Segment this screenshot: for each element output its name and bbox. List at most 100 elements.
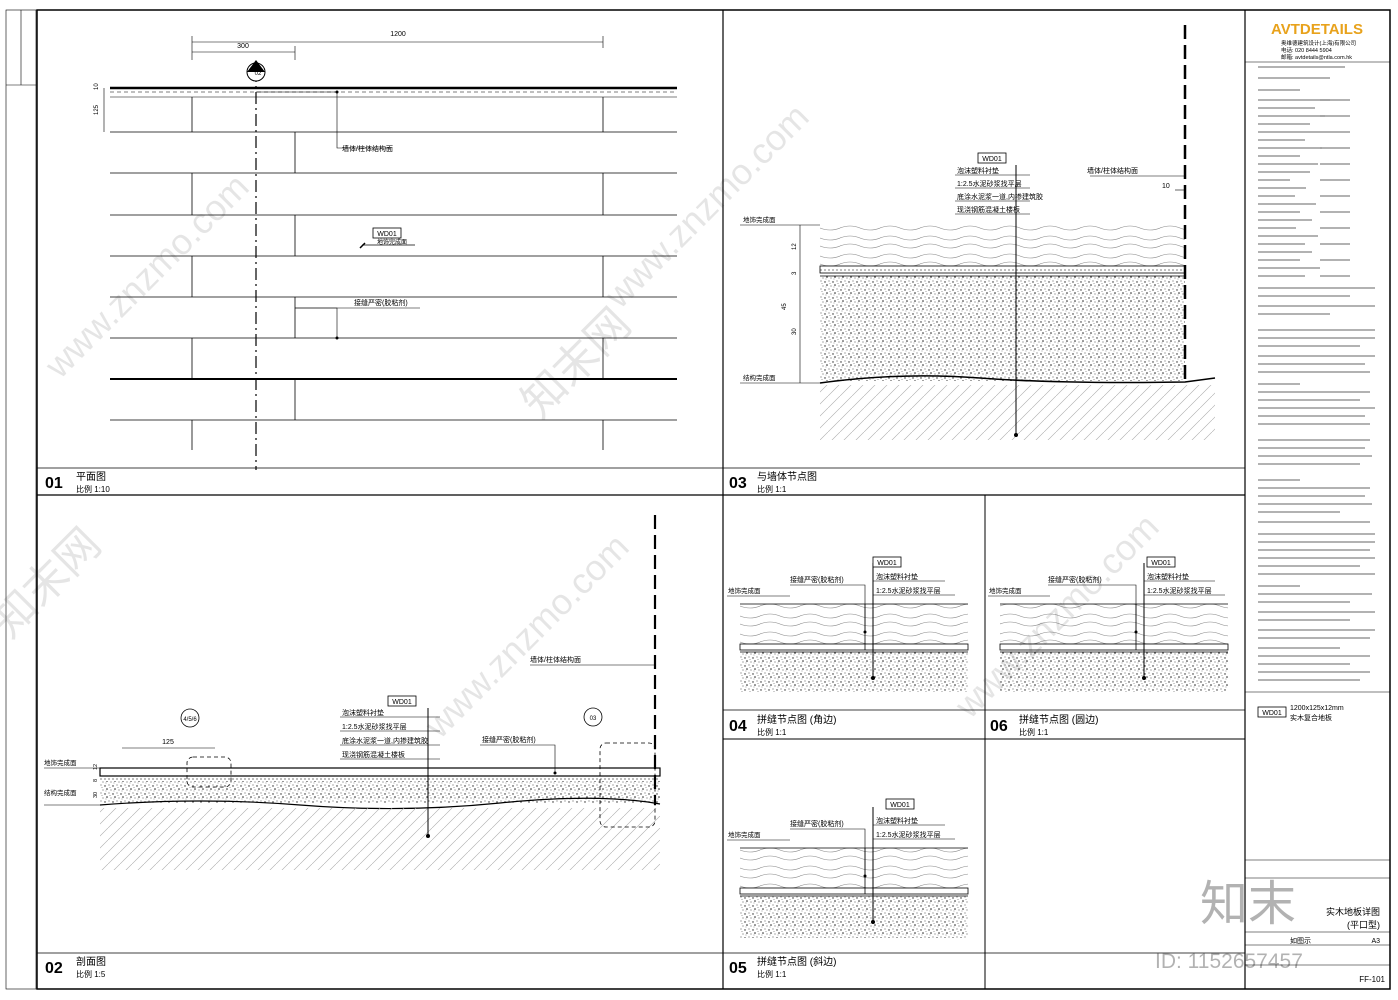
v06-label-1: 泡沫塑料衬垫 bbox=[1147, 572, 1189, 581]
view-04-joint-square: WD01 泡沫塑料衬垫 1:2.5水泥砂浆找平层 接缝严密(胶粘剂) 地饰完成面… bbox=[727, 556, 969, 737]
v03-level-bot: 结构完成面 bbox=[743, 373, 776, 382]
v01-number: 01 bbox=[45, 475, 63, 492]
v01-material-tag bbox=[372, 227, 402, 239]
v01-dim-gap: 10 bbox=[94, 83, 100, 90]
v03-label-2: 1:2.5水泥砂浆找平层 bbox=[957, 179, 1022, 188]
v01-callout-label: 02 bbox=[255, 71, 262, 77]
tb-material-tag bbox=[1257, 706, 1287, 718]
tb-drawing-no: FF-101 bbox=[1359, 975, 1385, 984]
v02-label-3: 底涂水泥浆一道,内掺建筑胶 bbox=[342, 736, 428, 745]
tb-material-name: 实木复合地板 bbox=[1290, 713, 1332, 722]
watermark-site-1: www.znzmo.com bbox=[36, 166, 257, 387]
watermark-id: ID: 1152657457 bbox=[1155, 950, 1303, 973]
v01-note-joint: 接缝严密(胶粘剂) bbox=[354, 298, 408, 307]
title-block: AVTDETAILS 奥维德建筑设计(上海)有限公司 电话: 020 8444 … bbox=[1245, 21, 1390, 984]
tb-material-code: WD01 bbox=[1262, 710, 1282, 717]
v06-number: 06 bbox=[990, 718, 1008, 735]
v02-dim-1: 12 bbox=[93, 764, 99, 770]
v03-label-4: 现浇钢筋混凝土楼板 bbox=[957, 205, 1020, 214]
company-phone: 电话: 020 8444 5904 bbox=[1281, 46, 1332, 54]
v05-label-2: 1:2.5水泥砂浆找平层 bbox=[876, 830, 941, 839]
tb-drawing-subtitle: (平口型) bbox=[1347, 920, 1380, 930]
watermark-site-3: www.znzmo.com bbox=[416, 526, 637, 747]
view-03-wall-detail: 10 WD01 泡沫塑料衬垫 1:2.5水泥砂浆找平层 底涂水泥浆一道,内掺建筑… bbox=[729, 25, 1216, 494]
v02-scale: 比例 1:5 bbox=[76, 969, 106, 979]
v05-tag-label: WD01 bbox=[890, 802, 910, 809]
tb-material-size: 1200x125x12mm bbox=[1290, 705, 1344, 712]
v03-dim-gap: 10 bbox=[1162, 183, 1170, 190]
v03-dim-1: 12 bbox=[792, 243, 798, 250]
v04-label-2: 1:2.5水泥砂浆找平层 bbox=[876, 586, 941, 595]
tb-scale: 如图示 bbox=[1290, 936, 1311, 945]
v03-material-tag bbox=[977, 152, 1007, 164]
view-01-plan: 1200 300 02 125 10 墙体/柱体结构面 WD01 地饰完成面 接… bbox=[45, 31, 677, 494]
v02-level-top: 地饰完成面 bbox=[44, 758, 77, 767]
v06-scale: 比例 1:1 bbox=[1019, 727, 1049, 737]
v03-tag-label: WD01 bbox=[982, 156, 1002, 163]
watermark-site-2: www.znzmo.com bbox=[596, 96, 817, 317]
brand-logo: AVTDETAILS bbox=[1271, 21, 1363, 38]
v03-dim-3: 30 bbox=[792, 328, 798, 335]
v05-title: 拼缝节点图 (斜边) bbox=[757, 955, 836, 968]
v03-label-1: 泡沫塑料衬垫 bbox=[957, 166, 999, 175]
v06-tag-label: WD01 bbox=[1151, 560, 1171, 567]
v01-dim-part: 300 bbox=[237, 43, 249, 50]
v02-callout-b: 03 bbox=[590, 716, 597, 722]
v02-dim-3: 30 bbox=[93, 792, 99, 798]
v04-material-tag bbox=[872, 556, 902, 568]
v04-scale: 比例 1:1 bbox=[757, 727, 787, 737]
v02-dim-2: 8 bbox=[93, 779, 99, 782]
v03-note-wall: 墙体/柱体结构面 bbox=[1087, 166, 1138, 175]
v04-title: 拼缝节点图 (角边) bbox=[757, 713, 836, 726]
v04-number: 04 bbox=[729, 718, 747, 735]
v02-number: 02 bbox=[45, 960, 63, 977]
v01-tag-label: WD01 bbox=[377, 231, 397, 238]
tb-paper: A3 bbox=[1371, 938, 1380, 945]
v01-tag-note: 地饰完成面 bbox=[377, 238, 407, 246]
v03-scale: 比例 1:1 bbox=[757, 484, 787, 494]
v02-label-1: 泡沫塑料衬垫 bbox=[342, 708, 384, 717]
view-05-joint-bevel: WD01 泡沫塑料衬垫 1:2.5水泥砂浆找平层 接缝严密(胶粘剂) 地饰完成面… bbox=[727, 798, 969, 979]
v03-level-top: 地饰完成面 bbox=[743, 215, 776, 224]
v04-tag-label: WD01 bbox=[877, 560, 897, 567]
v03-title: 与墙体节点图 bbox=[757, 470, 817, 483]
v02-tag-label: WD01 bbox=[392, 699, 412, 706]
v05-label-joint: 接缝严密(胶粘剂) bbox=[790, 819, 844, 828]
v02-material-tag bbox=[387, 695, 417, 707]
watermark-brand-2: 知末网 bbox=[512, 299, 640, 427]
v06-title: 拼缝节点图 (圆边) bbox=[1019, 713, 1098, 726]
v01-dim-total: 1200 bbox=[390, 31, 406, 38]
v03-dim-4: 45 bbox=[782, 303, 788, 310]
v02-note-joint: 接缝严密(胶粘剂) bbox=[482, 735, 536, 744]
v03-number: 03 bbox=[729, 475, 747, 492]
v06-label-2: 1:2.5水泥砂浆找平层 bbox=[1147, 586, 1212, 595]
v02-level-bot: 结构完成面 bbox=[44, 788, 77, 797]
v05-label-1: 泡沫塑料衬垫 bbox=[876, 816, 918, 825]
v03-dim-2: 3 bbox=[792, 271, 798, 275]
v02-callout-a: 4/5/6 bbox=[183, 717, 197, 723]
v06-level: 地饰完成面 bbox=[989, 586, 1022, 595]
company-name: 奥维德建筑设计(上海)有限公司 bbox=[1281, 39, 1356, 47]
v02-label-2: 1:2.5水泥砂浆找平层 bbox=[342, 722, 407, 731]
tb-drawing-title: 实木地板详图 bbox=[1326, 906, 1380, 917]
v05-level: 地饰完成面 bbox=[728, 830, 761, 839]
v04-label-joint: 接缝严密(胶粘剂) bbox=[790, 575, 844, 584]
watermark-brand-1: 知末网 bbox=[0, 519, 110, 647]
v01-note-wall: 墙体/柱体结构面 bbox=[342, 144, 393, 153]
v05-material-tag bbox=[885, 798, 915, 810]
v02-label-4: 现浇钢筋混凝土楼板 bbox=[342, 750, 405, 759]
v06-material-tag bbox=[1146, 556, 1176, 568]
v02-note-wall: 墙体/柱体结构面 bbox=[530, 655, 581, 664]
v05-number: 05 bbox=[729, 960, 747, 977]
v02-dim: 125 bbox=[162, 739, 174, 746]
v02-title: 剖面图 bbox=[76, 955, 106, 968]
v01-scale: 比例 1:10 bbox=[76, 484, 110, 494]
v06-label-joint: 接缝严密(胶粘剂) bbox=[1048, 575, 1102, 584]
v04-level: 地饰完成面 bbox=[728, 586, 761, 595]
sheet-border bbox=[36, 9, 1391, 990]
v05-scale: 比例 1:1 bbox=[757, 969, 787, 979]
v03-label-3: 底涂水泥浆一道,内掺建筑胶 bbox=[957, 192, 1043, 201]
v01-dim-plank: 125 bbox=[94, 104, 100, 115]
view-06-joint-round: WD01 泡沫塑料衬垫 1:2.5水泥砂浆找平层 接缝严密(胶粘剂) 地饰完成面… bbox=[988, 556, 1229, 737]
